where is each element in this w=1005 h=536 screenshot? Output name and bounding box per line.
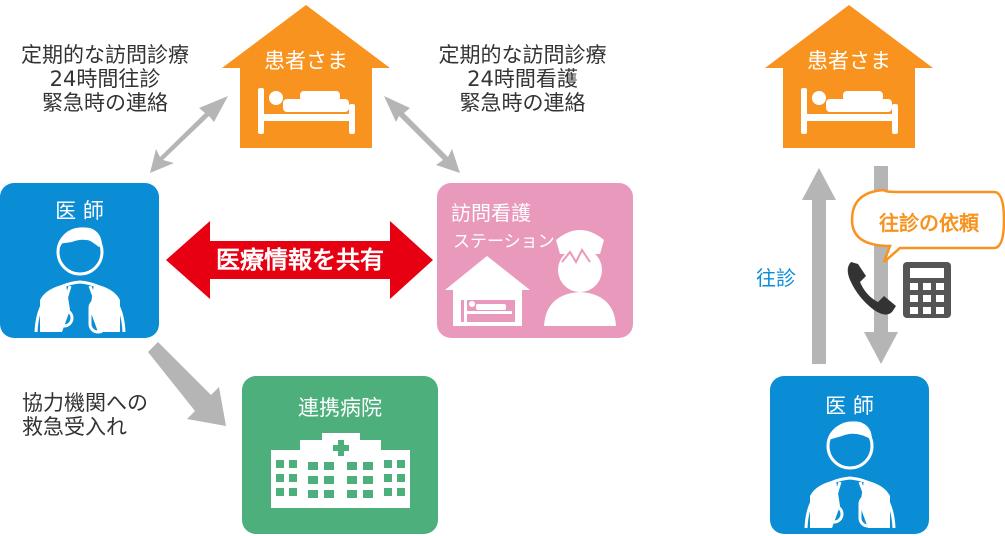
left-note-line2: 24時間往診 <box>49 67 161 91</box>
nurse-station-line1: 訪問看護 <box>451 201 531 225</box>
hospital-note-line1: 協力機関への <box>22 391 148 415</box>
hospital-note-line2: 救急受入れ <box>22 415 127 439</box>
left-note-line3: 緊急時の連絡 <box>42 91 168 115</box>
doctor-box-right: 医 師 <box>770 376 929 534</box>
right-note-line3: 緊急時の連絡 <box>459 91 586 115</box>
nurse-station-line2: ステーション <box>453 232 555 252</box>
patient-title-left: 患者さま <box>264 49 348 73</box>
hospital-box: 連携病院 <box>242 376 438 534</box>
right-note-line2: 24時間看護 <box>467 67 578 91</box>
doctor-box-left: 医 師 <box>0 183 159 338</box>
right-note-line1: 定期的な訪問診療 <box>438 43 607 67</box>
nurse-station-box: 訪問看護 ステーション <box>437 183 633 338</box>
visit-label: 往診 <box>756 266 796 290</box>
callout-label: 往診の依頼 <box>879 211 979 235</box>
left-note-line1: 定期的な訪問診療 <box>21 43 189 67</box>
share-label: 医療情報を共有 <box>216 246 384 274</box>
left-note: 定期的な訪問診療 24時間往診 緊急時の連絡 <box>0 43 210 115</box>
patient-title-right: 患者さま <box>807 49 891 73</box>
doctor-title-right: 医 師 <box>825 394 874 418</box>
doctor-title-left: 医 師 <box>55 199 104 223</box>
hospital-note: 協力機関への 救急受入れ <box>22 391 148 439</box>
right-note: 定期的な訪問診療 24時間看護 緊急時の連絡 <box>415 43 630 115</box>
hospital-title: 連携病院 <box>298 396 382 420</box>
